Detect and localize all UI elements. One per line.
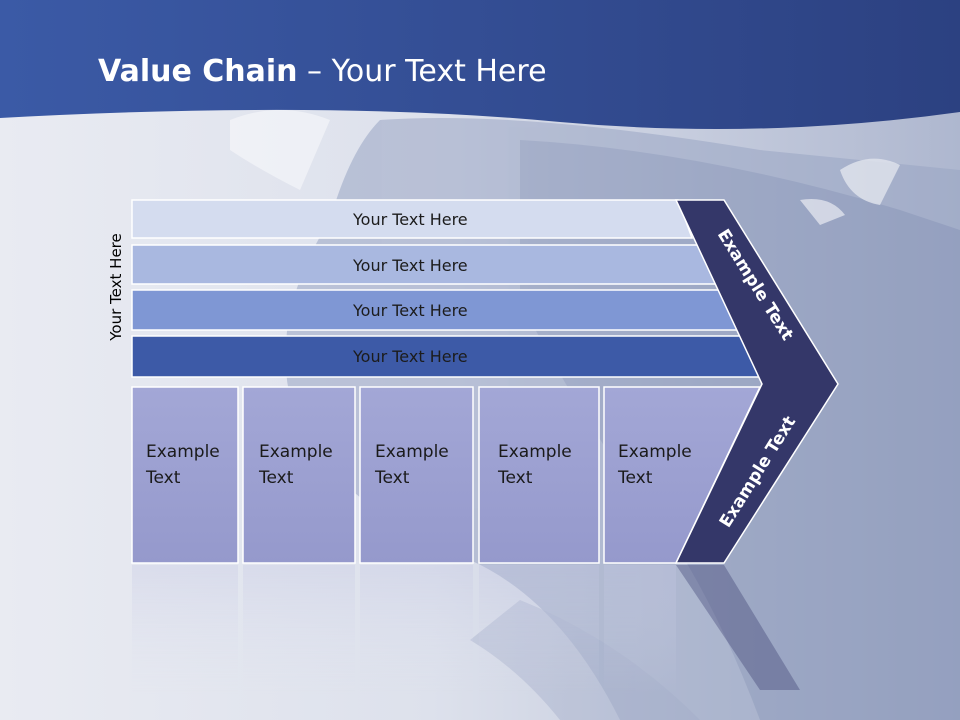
chevron-shape [674,199,839,564]
activity-box-2: Example Text [245,387,355,563]
activity-label: Example Text [618,442,692,488]
activity-label: Example Text [375,442,449,488]
activity-box-3: Example Text [361,387,473,563]
support-bar-label: Your Text Here [353,209,468,229]
activity-label: Example Text [498,442,572,488]
activity-box-1-shape [131,386,239,564]
support-bar-1-shape [131,199,694,239]
activity-box-4: Example Text [484,387,599,563]
activity-box-1: Example Text [132,387,238,563]
activity-box-5: Example Text [604,387,714,563]
activity-box-3-shape [359,386,474,564]
activity-label: Example Text [146,442,220,488]
title-rest: – Your Text Here [297,54,547,89]
header-band [0,0,960,130]
support-bar-label: Your Text Here [353,300,468,320]
support-bar-label: Your Text Here [353,346,468,366]
chevron-reflection [676,565,800,690]
activity-box-2-shape [242,386,356,564]
activity-label: Example Text [259,442,333,488]
reflection [132,565,676,695]
support-bar-label: Your Text Here [353,255,468,275]
activity-box-4-shape [478,386,600,564]
vertical-label: Your Text Here [107,233,125,341]
title-bold: Value Chain [98,54,298,89]
page-title: Value Chain – Your Text Here [98,54,547,89]
